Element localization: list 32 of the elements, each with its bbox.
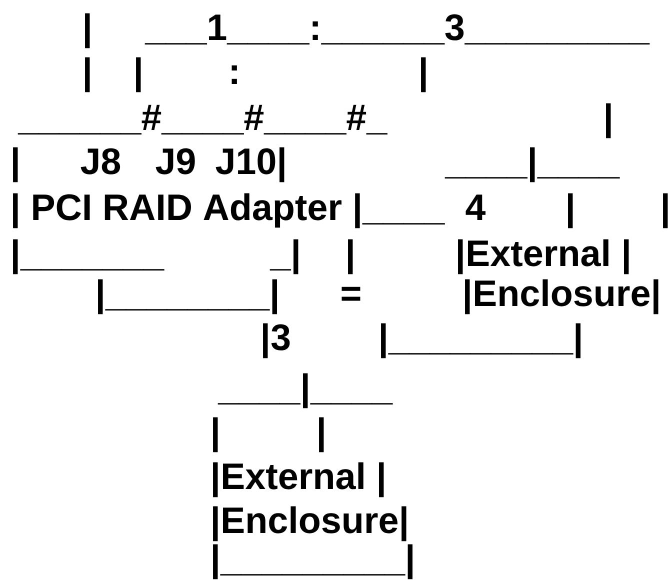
ascii-text: ______#____#____#_ [18, 104, 388, 134]
ascii-text: |_________| [213, 544, 412, 580]
ascii-text: | [85, 13, 90, 48]
ascii-text: |External | [458, 239, 629, 274]
ascii-text: |Enclosure| [213, 506, 406, 542]
ascii-text: | [606, 103, 611, 138]
ascii-text: | [85, 57, 90, 92]
ascii-text: _| [270, 239, 298, 274]
ascii-text: J9 [156, 148, 195, 174]
ascii-text: ____|____ [218, 373, 393, 408]
ascii-text: | PCI RAID Adapter |____ [13, 193, 445, 228]
ascii-text: | [421, 57, 426, 92]
ascii-text: 4 [466, 194, 486, 220]
ascii-text: |Enclosure| [465, 279, 658, 314]
ascii-text: ____|____ [444, 147, 620, 182]
ascii-text: ___1____:______3_________ [144, 14, 650, 44]
ascii-text: | [568, 193, 573, 228]
ascii-text: J10| [216, 147, 284, 182]
ascii-text: J8 [80, 148, 120, 174]
ascii-text: = [342, 286, 360, 301]
ascii-text: |_________| [381, 323, 580, 358]
ascii-text: : [232, 65, 237, 84]
ascii-text: | [136, 57, 141, 92]
ascii-text: | [13, 147, 18, 182]
ascii-text: | [213, 417, 218, 452]
ascii-text: |________| [98, 279, 277, 314]
ascii-text: |_______ [13, 239, 164, 274]
ascii-text: | [348, 239, 353, 274]
ascii-text: |External | [213, 462, 384, 498]
ascii-text: | [663, 193, 668, 228]
ascii-text: | [319, 417, 324, 452]
ascii-text: |3 [263, 323, 290, 358]
